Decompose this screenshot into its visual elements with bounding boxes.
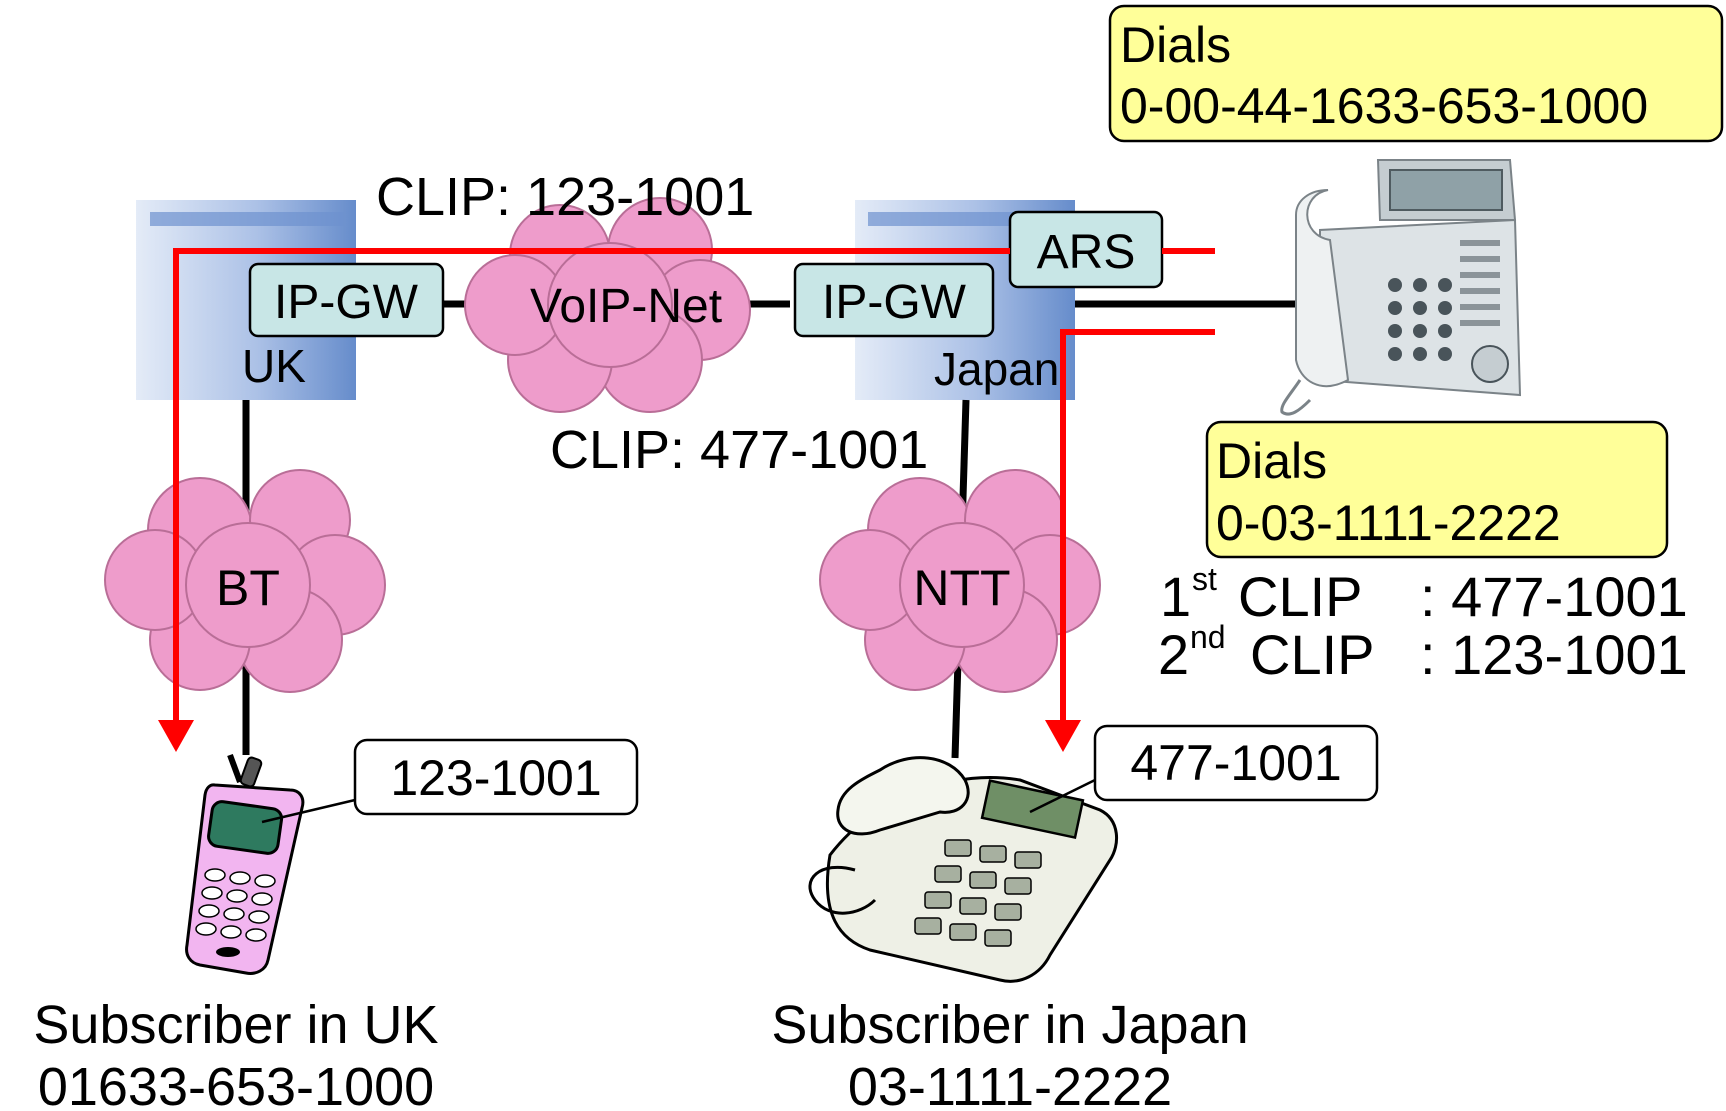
dial-label-mid [1205, 420, 1669, 559]
arrow-head-japan [1045, 720, 1081, 752]
clip-second-num: 2 [1158, 623, 1189, 686]
mobile-phone-icon [185, 753, 305, 975]
dial-mid-line1: Dials [1216, 433, 1327, 489]
ip-gw-uk-label: IP-GW [274, 276, 419, 329]
clip-first-label: CLIP [1238, 565, 1363, 628]
callout-desk [1029, 724, 1379, 814]
callout-mobile-number: 123-1001 [390, 750, 601, 806]
callout-mobile [261, 738, 639, 824]
dial-label-top [1108, 4, 1724, 143]
subscriber-jp-name: Subscriber in Japan [771, 995, 1248, 1055]
ip-gw-japan-box [793, 262, 995, 338]
clip-first-sup: st [1192, 561, 1217, 597]
arrow-head-uk [158, 720, 194, 752]
subscriber-jp-number: 03-1111-2222 [848, 1057, 1172, 1111]
subscriber-uk-number: 01633-653-1000 [38, 1057, 434, 1111]
dial-mid-line2: 0-03-1111-2222 [1216, 495, 1561, 551]
clip-second-value: : 123-1001 [1420, 623, 1688, 686]
desk-phone-icon [808, 756, 1119, 983]
trunk-lines [242, 300, 1322, 759]
ip-gw-uk-box [248, 262, 445, 338]
call-route-japan [1060, 329, 1215, 730]
dial-top-line1: Dials [1120, 17, 1231, 73]
ars-label: ARS [1037, 226, 1136, 279]
ntt-cloud [819, 469, 1101, 693]
voip-net-label: VoIP-Net [530, 280, 722, 333]
clip-second-label: CLIP [1250, 623, 1375, 686]
clip-mid-label: CLIP: 477-1001 [550, 420, 928, 480]
bt-label: BT [216, 560, 280, 616]
ip-phone-icon [1280, 159, 1522, 416]
clip-first-num: 1 [1160, 565, 1191, 628]
dial-top-line2: 0-00-44-1633-653-1000 [1120, 78, 1648, 134]
call-route-uk [173, 248, 1215, 740]
clip-top-label: CLIP: 123-1001 [376, 167, 754, 227]
ntt-label: NTT [913, 560, 1010, 616]
pbx-uk-label: UK [242, 340, 306, 392]
ip-gw-japan-label: IP-GW [822, 276, 967, 329]
clip-second-sup: nd [1190, 619, 1226, 655]
callout-desk-number: 477-1001 [1130, 735, 1341, 791]
clip-first-value: : 477-1001 [1420, 565, 1688, 628]
subscriber-uk-name: Subscriber in UK [33, 995, 438, 1055]
pbx-japan-label: Japan [934, 343, 1059, 395]
